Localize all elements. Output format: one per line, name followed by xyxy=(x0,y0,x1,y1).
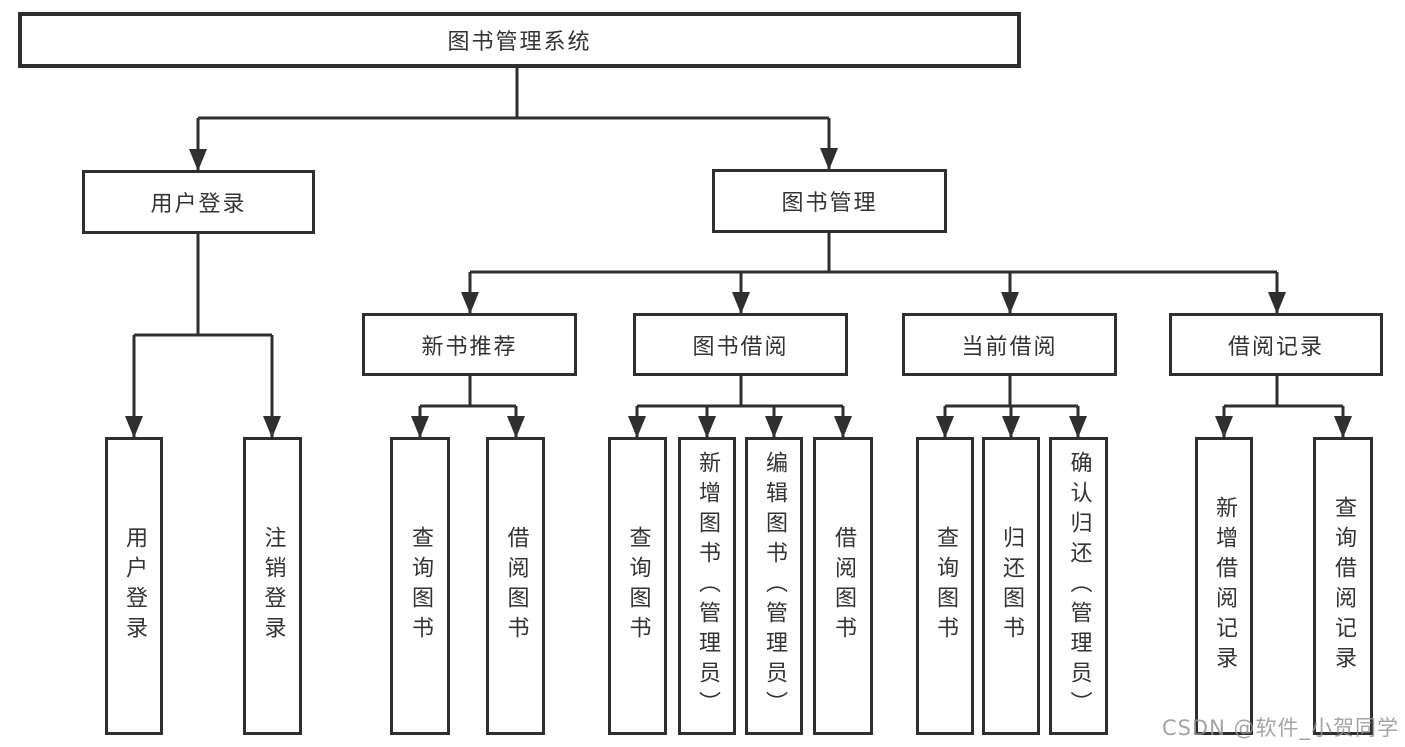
node-label: 归还图书 xyxy=(999,526,1024,646)
node-library-management-system: 图书管理系统 xyxy=(18,12,1021,68)
leaf-add-book-admin: 新增图书（管理员） xyxy=(678,437,736,735)
node-label: 用户登录 xyxy=(150,192,247,217)
leaf-user-login: 用户登录 xyxy=(105,437,163,735)
node-label: 图书管理 xyxy=(781,191,878,216)
node-label: 新增借阅记录 xyxy=(1212,496,1237,676)
node-label: 查询借阅记录 xyxy=(1331,496,1356,676)
node-label: 用户登录 xyxy=(122,526,147,646)
node-borrowing-records: 借阅记录 xyxy=(1169,313,1383,376)
node-label: 图书管理系统 xyxy=(447,30,592,55)
leaf-add-borrow-record: 新增借阅记录 xyxy=(1195,437,1253,735)
node-book-management: 图书管理 xyxy=(712,169,947,233)
leaf-query-books-current: 查询图书 xyxy=(916,437,974,735)
node-label: 当前借阅 xyxy=(961,334,1058,360)
node-user-login-group: 用户登录 xyxy=(82,170,315,234)
node-new-book-recommendation: 新书推荐 xyxy=(362,313,577,376)
leaf-borrow-books: 借阅图书 xyxy=(813,437,873,735)
node-label: 编辑图书（管理员） xyxy=(762,451,787,721)
leaf-return-book: 归还图书 xyxy=(982,437,1040,735)
leaf-logout: 注销登录 xyxy=(243,437,302,735)
node-label: 新书推荐 xyxy=(421,334,518,360)
node-label: 查询图书 xyxy=(625,526,651,646)
leaf-borrow-books-recommend: 借阅图书 xyxy=(486,437,545,735)
leaf-query-borrow-record: 查询借阅记录 xyxy=(1313,437,1373,735)
node-book-borrowing: 图书借阅 xyxy=(633,313,848,376)
leaf-edit-book-admin: 编辑图书（管理员） xyxy=(745,437,803,735)
leaf-query-books-recommend: 查询图书 xyxy=(390,437,450,735)
node-label: 新增图书（管理员） xyxy=(695,451,720,721)
leaf-confirm-return-admin: 确认归还（管理员） xyxy=(1049,437,1108,735)
csdn-watermark: CSDN @软件_小贺同学 xyxy=(1161,716,1399,740)
node-label: 借阅图书 xyxy=(831,526,856,646)
node-label: 图书借阅 xyxy=(692,334,789,360)
node-current-borrowing: 当前借阅 xyxy=(902,313,1117,376)
node-label: 借阅记录 xyxy=(1227,334,1324,360)
node-label: 查询图书 xyxy=(933,526,958,646)
node-label: 查询图书 xyxy=(408,526,433,646)
node-label: 借阅图书 xyxy=(503,526,529,646)
node-label: 确认归还（管理员） xyxy=(1066,451,1092,721)
node-label: 注销登录 xyxy=(260,526,286,646)
leaf-query-books-borrow: 查询图书 xyxy=(608,437,667,735)
